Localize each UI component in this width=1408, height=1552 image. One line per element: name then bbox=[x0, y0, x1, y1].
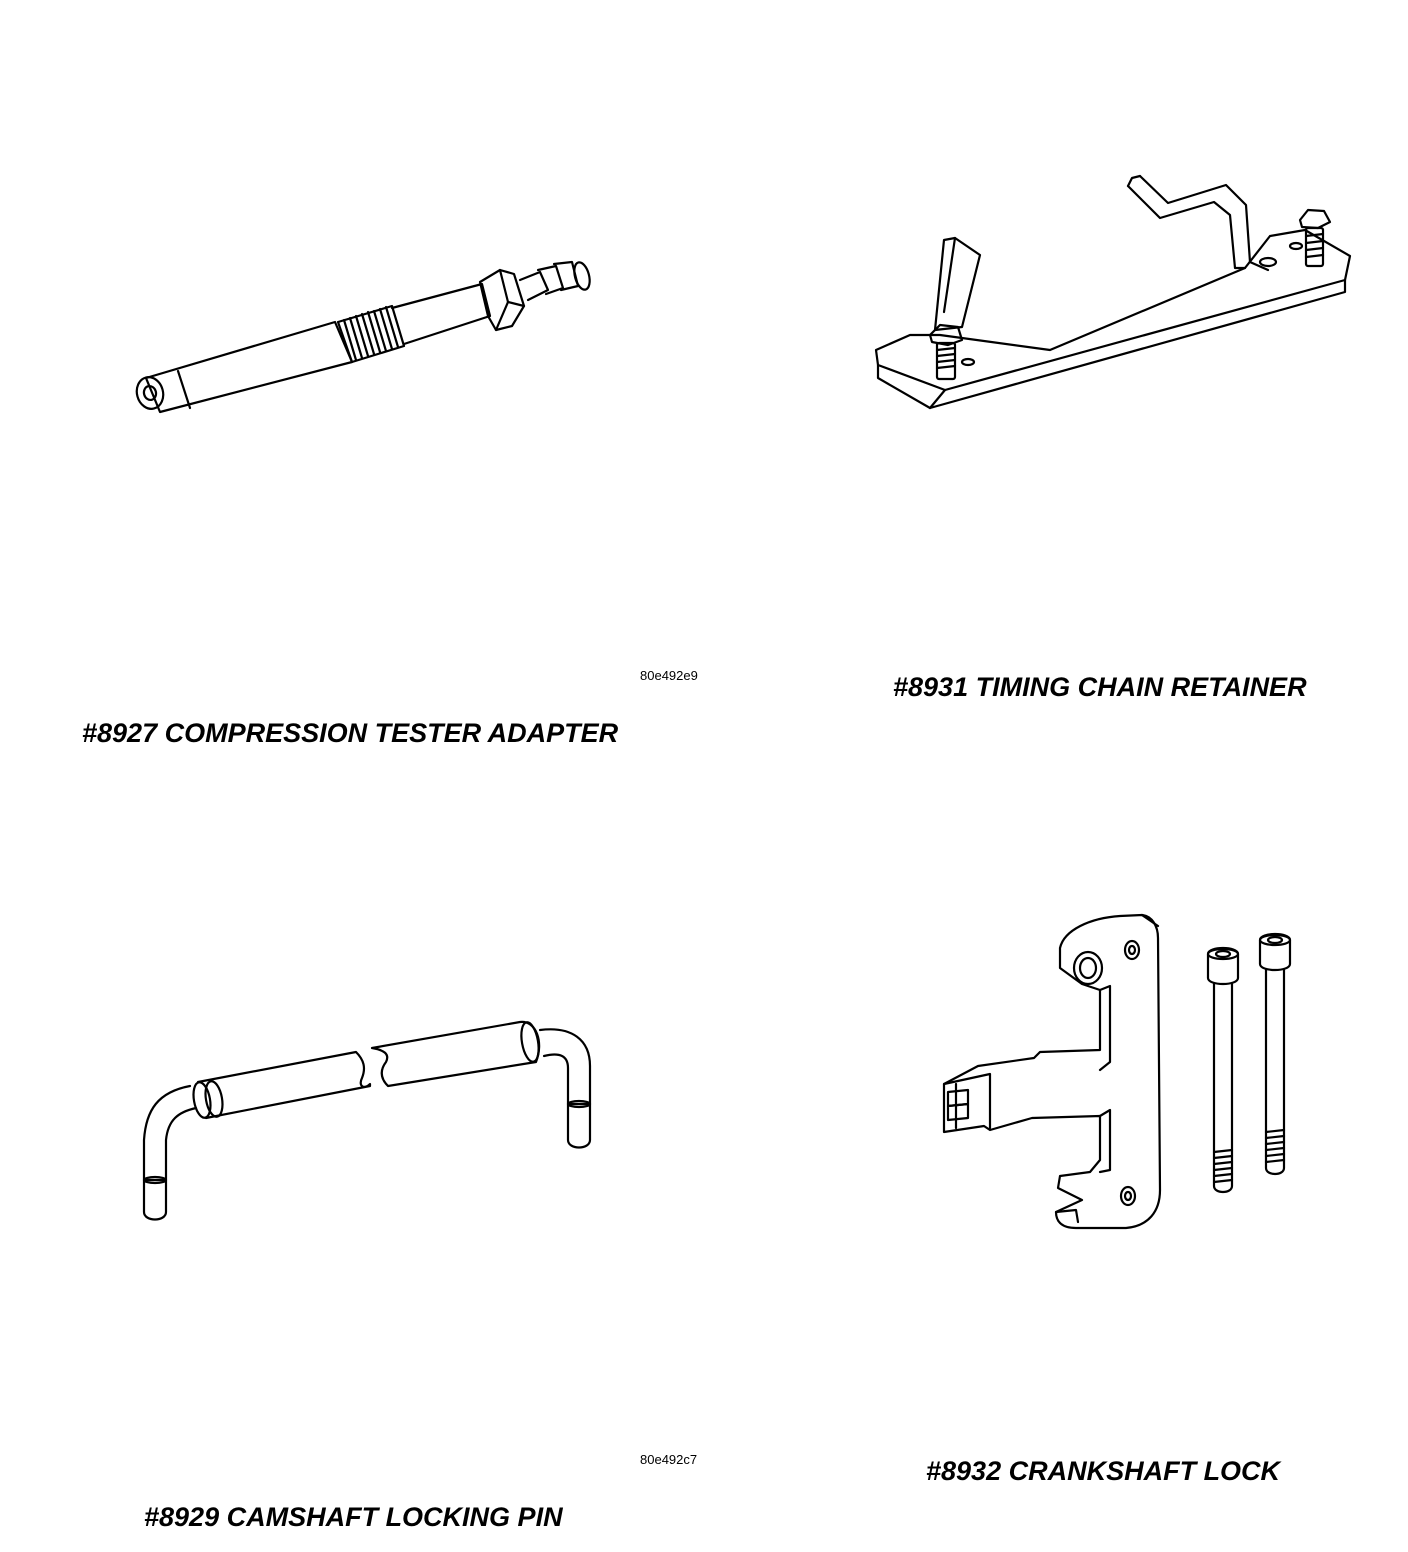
timing-chain-retainer-icon bbox=[876, 176, 1350, 408]
tool-label-compression-tester-adapter: #8927 COMPRESSION TESTER ADAPTER bbox=[82, 718, 619, 748]
tool-label-crankshaft-lock: #8932 CRANKSHAFT LOCK bbox=[926, 1456, 1281, 1486]
figure-code: 80e492e9 bbox=[640, 668, 698, 683]
compression-tester-adapter-icon bbox=[133, 261, 592, 412]
figure-code: 80e492c7 bbox=[640, 1452, 698, 1467]
tool-label-timing-chain-retainer: #8931 TIMING CHAIN RETAINER bbox=[893, 672, 1307, 702]
tool-label-camshaft-locking-pin: #8929 CAMSHAFT LOCKING PIN bbox=[144, 1502, 563, 1532]
crankshaft-lock-icon bbox=[944, 915, 1290, 1228]
camshaft-locking-pin-icon bbox=[144, 1021, 590, 1220]
